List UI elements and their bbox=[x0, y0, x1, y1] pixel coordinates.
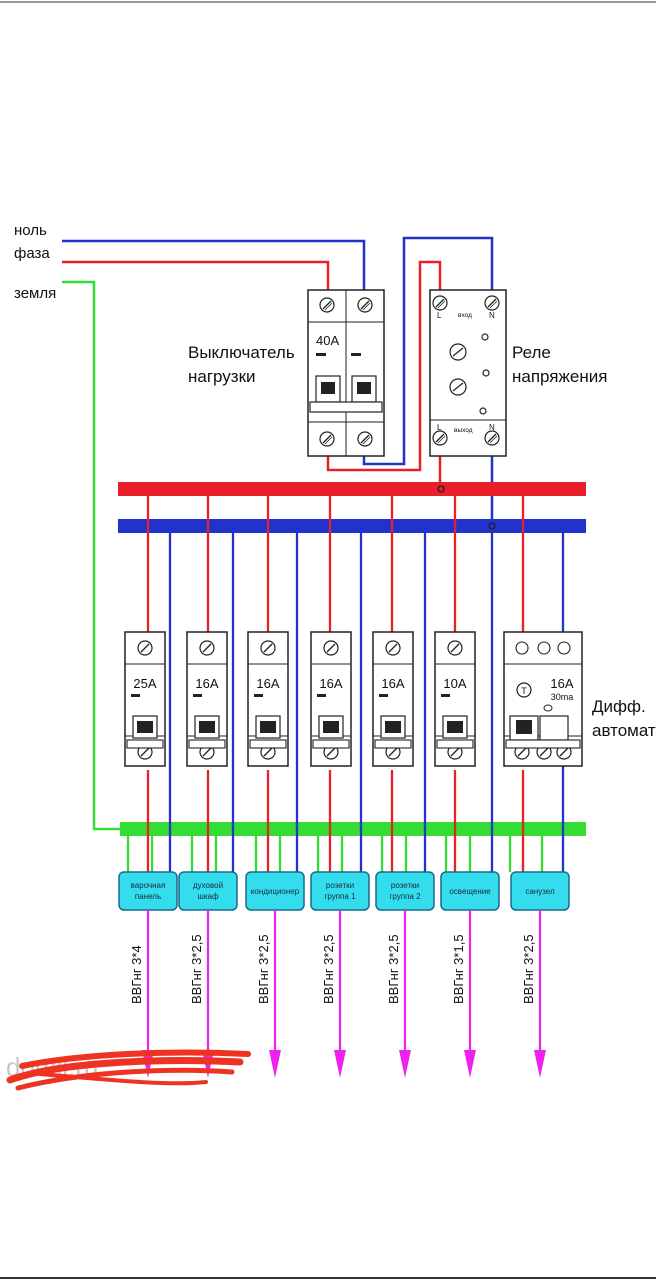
relay-output-text: выход bbox=[454, 427, 473, 434]
load-label: группа 1 bbox=[324, 892, 356, 901]
load-label: освещение bbox=[449, 887, 491, 896]
load-box bbox=[375, 871, 435, 911]
load-label: розетки bbox=[326, 881, 354, 890]
breaker-rating: 25A bbox=[133, 676, 156, 691]
load-label: розетки bbox=[391, 881, 419, 890]
load-switch-label-line2: нагрузки bbox=[188, 367, 256, 386]
voltage-relay: L N вход L N выход bbox=[429, 289, 507, 457]
phase-busbar bbox=[118, 482, 586, 496]
load-switch-label-line1: Выключатель bbox=[188, 343, 295, 362]
load-switch-rating: 40A bbox=[316, 333, 339, 348]
breaker-rating: 16A bbox=[381, 676, 404, 691]
load-box bbox=[310, 871, 370, 911]
redaction-scribble bbox=[6, 1049, 251, 1091]
earth-label: земля bbox=[14, 285, 56, 302]
circuit-breaker: 16A bbox=[310, 631, 352, 767]
terminal-screw bbox=[323, 640, 339, 656]
load-label: санузел bbox=[525, 887, 555, 896]
phase-junction-dot bbox=[437, 485, 445, 493]
cable-label: ВВГнг 3*2,5 bbox=[386, 934, 401, 1004]
relay-terminal-L-bottom: L bbox=[437, 423, 442, 432]
earth-busbar bbox=[120, 822, 586, 836]
neutral-label: ноль bbox=[14, 222, 47, 239]
rcbo-rating: 16A bbox=[550, 676, 573, 691]
breaker-rating: 16A bbox=[319, 676, 342, 691]
breaker-rating: 16A bbox=[195, 676, 218, 691]
load-box bbox=[178, 871, 238, 911]
circuit-4: 16A розетки группа 1 ВВГнг 3*2,5 bbox=[310, 496, 370, 1078]
circuit-breaker: 25A bbox=[124, 631, 166, 767]
earth-incoming-wire bbox=[62, 280, 120, 831]
voltage-relay-label-line2: напряжения bbox=[512, 367, 607, 386]
breaker-rating: 16A bbox=[256, 676, 279, 691]
cable-label: ВВГнг 3*2,5 bbox=[256, 934, 271, 1004]
relay-input-text: вход bbox=[458, 312, 472, 319]
terminal-screw bbox=[557, 641, 571, 655]
phase-to-relay-wire bbox=[326, 260, 442, 472]
terminal-screw bbox=[537, 641, 551, 655]
rcbo-label-line2: автомат bbox=[592, 721, 656, 740]
arrow-head-icon bbox=[534, 1050, 546, 1078]
terminal-screw bbox=[199, 640, 215, 656]
relay-terminal-N-bottom: N bbox=[489, 423, 495, 432]
terminal-screw bbox=[137, 640, 153, 656]
arrow-head-icon bbox=[334, 1050, 346, 1078]
neutral-busbar bbox=[118, 519, 586, 533]
neutral-to-relay-wire bbox=[362, 236, 494, 466]
test-button-icon bbox=[516, 682, 532, 698]
neutral-incoming-wire bbox=[62, 239, 366, 300]
circuit-breaker: 16A bbox=[186, 631, 228, 767]
load-label: шкаф bbox=[197, 892, 219, 901]
arrow-head-icon bbox=[464, 1050, 476, 1078]
cable-label: ВВГнг 3*4 bbox=[129, 945, 144, 1004]
load-label: кондиционер bbox=[251, 887, 300, 896]
rcbo-label-line1: Дифф. bbox=[592, 697, 646, 716]
load-label: духовой bbox=[193, 881, 223, 890]
cable-label: ВВГнг 3*1,5 bbox=[451, 934, 466, 1004]
load-switch: 40A bbox=[307, 289, 385, 457]
load-label: группа 2 bbox=[389, 892, 421, 901]
rcbo-leakage: 30ma bbox=[551, 692, 574, 702]
terminal-screw bbox=[260, 640, 276, 656]
cable-label: ВВГнг 3*2,5 bbox=[321, 934, 336, 1004]
phase-incoming-wire bbox=[62, 260, 330, 300]
test-symbol: T bbox=[521, 686, 527, 696]
neutral-junction-dot bbox=[488, 522, 496, 530]
voltage-relay-label-line1: Реле bbox=[512, 343, 551, 362]
load-label: панель bbox=[135, 892, 161, 901]
terminal-screw bbox=[447, 640, 463, 656]
terminal-screw bbox=[385, 640, 401, 656]
cable-label: ВВГнг 3*2,5 bbox=[189, 934, 204, 1004]
breaker-rating: 10A bbox=[443, 676, 466, 691]
load-label: варочная bbox=[131, 881, 166, 890]
circuit-breaker: 16A bbox=[372, 631, 414, 767]
terminal-screw bbox=[515, 641, 529, 655]
cable-label: ВВГнг 3*2,5 bbox=[521, 934, 536, 1004]
circuit-breaker: 10A bbox=[434, 631, 476, 767]
arrow-head-icon bbox=[269, 1050, 281, 1078]
arrow-head-icon bbox=[399, 1050, 411, 1078]
relay-terminal-N-top: N bbox=[489, 311, 495, 320]
load-box bbox=[118, 871, 178, 911]
phase-label: фаза bbox=[14, 245, 50, 262]
circuit-breaker: 16A bbox=[247, 631, 289, 767]
circuit-5: 16A розетки группа 2 ВВГнг 3*2,5 bbox=[372, 496, 435, 1078]
relay-terminal-L-top: L bbox=[437, 311, 442, 320]
